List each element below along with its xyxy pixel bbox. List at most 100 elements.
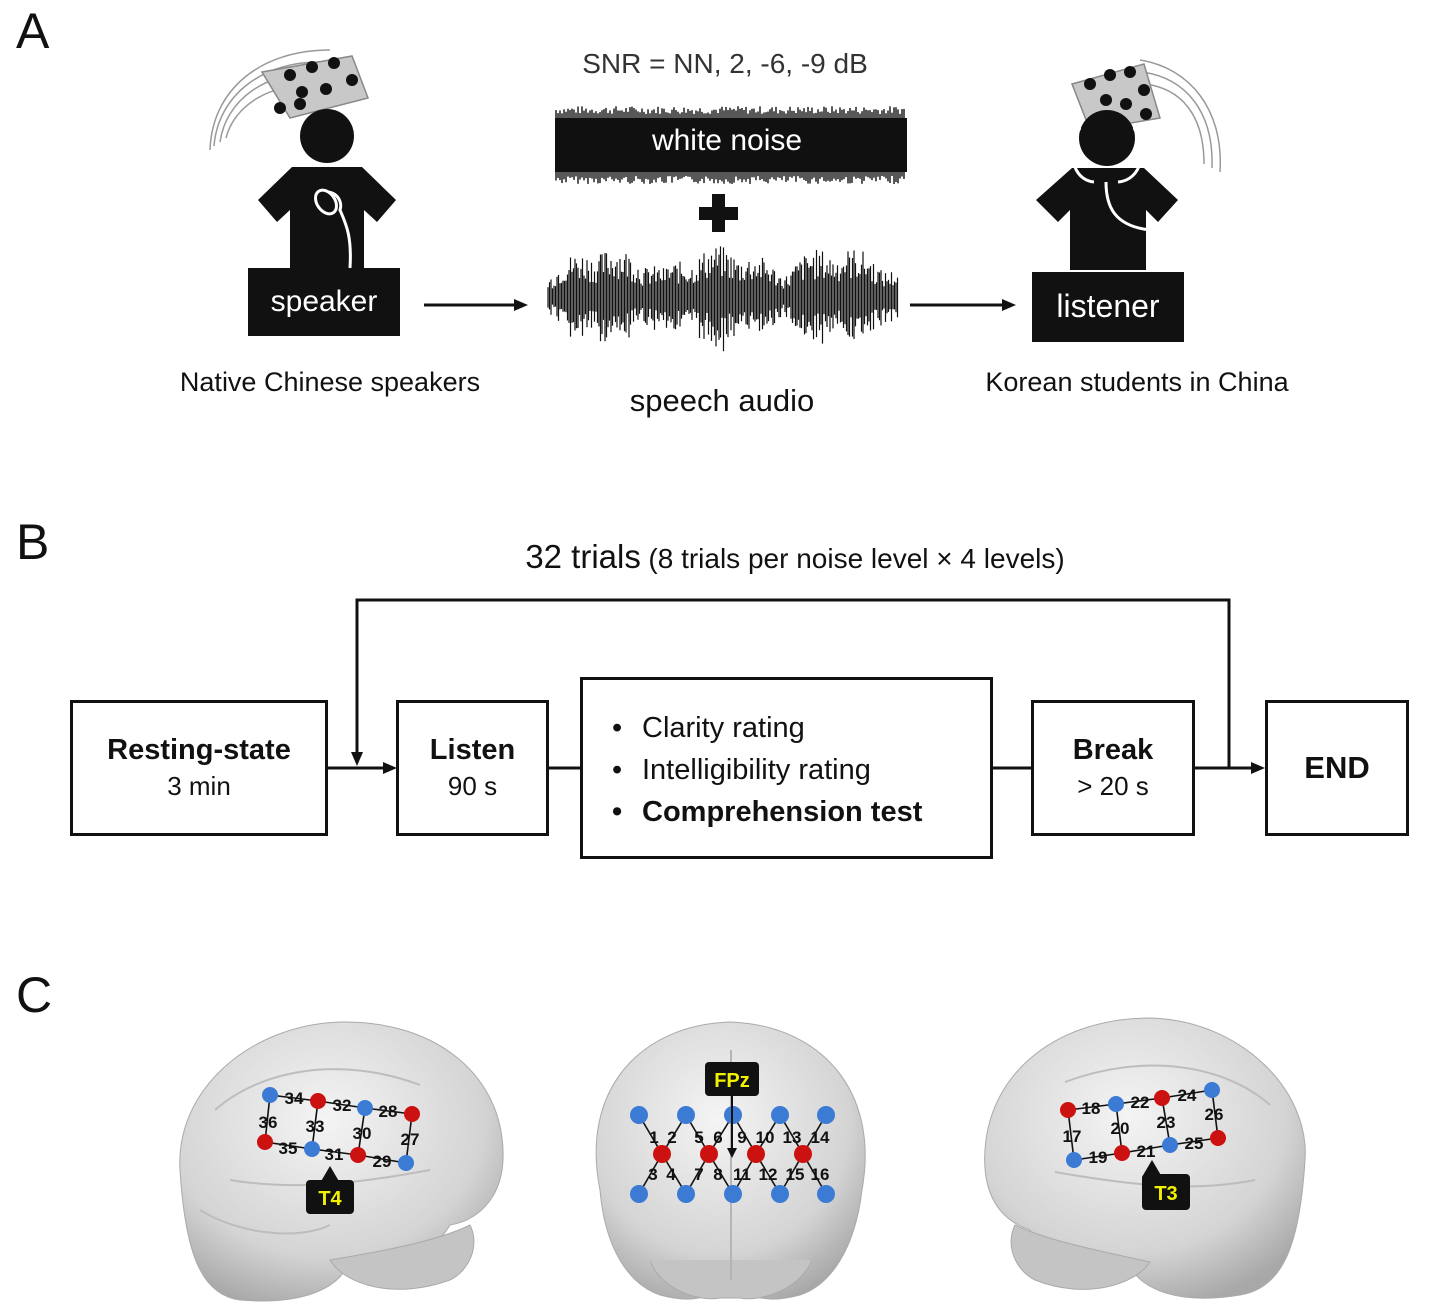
trials-title: 32 trials (8 trials per noise level × 4 … [525,538,1064,576]
break-duration: > 20 s [1077,771,1149,801]
channel-label: 13 [783,1128,802,1147]
front-optodes [630,1106,835,1203]
channel-label: 29 [373,1152,392,1171]
audio-caption: speech audio [629,383,815,418]
optode-detector [677,1106,695,1124]
listen-duration: 90 s [447,771,498,801]
fpz-label: FPz [714,1070,750,1092]
channel-label: 17 [1063,1127,1082,1146]
end-box: END [1265,700,1409,836]
channel-label: 5 [694,1128,703,1147]
channel-label: 3 [648,1165,657,1184]
channel-label: 7 [694,1165,703,1184]
trials-detail: (8 trials per noise level × 4 levels) [648,543,1065,574]
optode-detector [304,1141,320,1157]
channel-label: 27 [401,1130,420,1149]
resting-state-box: Resting-state 3 min [70,700,328,836]
channel-label: 9 [737,1128,746,1147]
speech-waveform [547,246,899,352]
channel-label: 21 [1137,1142,1156,1161]
end-title: END [1304,750,1370,785]
left-channel-numbers: 18 22 24 26 17 20 23 19 21 25 [1063,1086,1224,1167]
speaker-caption: Native Chinese speakers [179,367,481,397]
resting-state-title: Resting-state [107,734,291,766]
channel-label: 30 [353,1124,372,1143]
channel-label: 32 [333,1096,352,1115]
optode-source [1060,1102,1076,1118]
channel-label: 8 [713,1165,722,1184]
listener-caption: Korean students in China [985,367,1289,397]
trials-count: 32 trials [525,538,641,575]
channel-label: 28 [379,1102,398,1121]
optode-source [1154,1090,1170,1106]
panel-letter-b: B [16,514,50,570]
plus-sign [699,194,738,232]
listen-title: Listen [429,734,516,766]
channel-label: 18 [1082,1099,1101,1118]
optode-source [794,1145,812,1163]
break-box: Break > 20 s [1031,700,1195,836]
optode-detector [630,1185,648,1203]
t3-label: T3 [1154,1183,1177,1205]
panel-letter-a: A [16,3,50,59]
optode-detector [1066,1152,1082,1168]
brain-right-view [179,1021,504,1302]
arrow-speaker-to-audio [424,299,528,311]
channel-label: 12 [759,1165,778,1184]
optode-source [1210,1130,1226,1146]
optode-source [350,1147,366,1163]
channel-label: 35 [279,1139,298,1158]
optode-detector [1204,1082,1220,1098]
channel-label: 4 [666,1165,676,1184]
t3-tag: T3 [1142,1160,1190,1210]
channel-label: 1 [649,1128,658,1147]
channel-label: 23 [1157,1113,1176,1132]
optode-detector [817,1106,835,1124]
optode-detector [771,1185,789,1203]
channel-label: 6 [713,1128,722,1147]
optode-source [257,1134,273,1150]
channel-label: 31 [325,1145,344,1164]
snr-label: SNR = NN, 2, -6, -9 dB [582,48,868,79]
noise-fringe [555,106,905,184]
channel-label: 19 [1089,1148,1108,1167]
optode-detector [262,1087,278,1103]
panel-a-graphics [209,49,1222,352]
channel-label: 11 [733,1165,751,1184]
t4-tag: T4 [306,1166,354,1214]
task-intelligibility-rating: Intelligibility rating [612,749,922,791]
front-channel-numbers: 1 2 5 6 9 10 13 14 3 4 7 8 11 12 15 16 [648,1128,830,1184]
rating-task-list: Clarity rating Intelligibility rating Co… [612,707,922,833]
panel-b-connectors [328,598,1265,774]
channel-label: 20 [1111,1119,1130,1138]
panel-c-brains: 34 32 28 36 33 30 27 35 31 29 T4 [179,1017,1306,1302]
listen-box: Listen 90 s [396,700,549,836]
optode-detector [677,1185,695,1203]
panel-letter-c: C [16,967,53,1023]
optode-detector [1162,1137,1178,1153]
optode-detector [771,1106,789,1124]
left-optodes [1060,1082,1226,1168]
speaker-figure [209,49,400,336]
optode-source [747,1145,765,1163]
optode-source [700,1145,718,1163]
channel-label: 24 [1178,1086,1197,1105]
right-optodes [257,1087,420,1171]
optode-source [404,1106,420,1122]
brain-front-view [595,1021,866,1300]
optode-source [653,1145,671,1163]
channel-label: 22 [1131,1093,1150,1112]
optode-detector [357,1100,373,1116]
optode-detector [630,1106,648,1124]
channel-label: 26 [1205,1105,1224,1124]
channel-label: 34 [285,1089,304,1108]
task-comprehension-test: Comprehension test [612,791,922,833]
break-title: Break [1072,734,1154,766]
listener-figure [1032,59,1222,342]
channel-label: 33 [306,1117,325,1136]
brain-left-view [984,1017,1306,1299]
channel-label: 14 [811,1128,830,1147]
channel-label: 10 [756,1128,775,1147]
task-clarity-rating: Clarity rating [612,707,922,749]
channel-label: 15 [786,1165,805,1184]
